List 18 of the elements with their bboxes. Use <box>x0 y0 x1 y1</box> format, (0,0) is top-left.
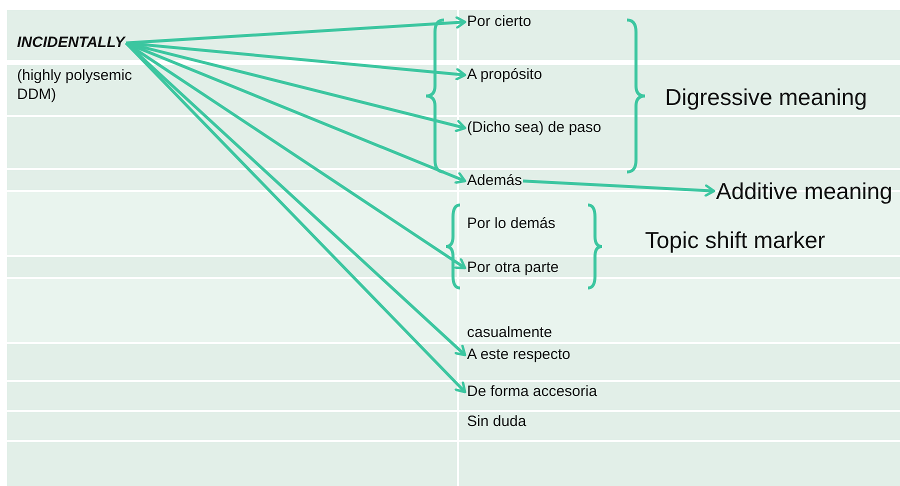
term-label: A este respecto <box>467 345 570 365</box>
category-label: Digressive meaning <box>665 84 868 111</box>
term-label: Por lo demás <box>467 214 556 234</box>
category-label: Additive meaning <box>716 177 892 205</box>
term-label: Sin duda <box>467 412 526 432</box>
heading-term: INCIDENTALLY <box>17 33 125 53</box>
term-label: Por otra parte <box>467 258 559 278</box>
category-label: Topic shift marker <box>645 227 826 254</box>
term-label: De forma accesoria <box>467 382 598 402</box>
term-label: Además <box>467 171 522 191</box>
arrow <box>126 16 466 44</box>
arrow <box>125 42 466 270</box>
term-label: Por cierto <box>467 12 532 32</box>
term-label: casualmente <box>467 323 552 343</box>
term-label: A propósito <box>467 65 542 85</box>
term-label: (Dicho sea) de paso <box>467 118 602 138</box>
note-text: (highly polysemic DDM) <box>17 66 134 104</box>
arrow <box>522 180 716 197</box>
